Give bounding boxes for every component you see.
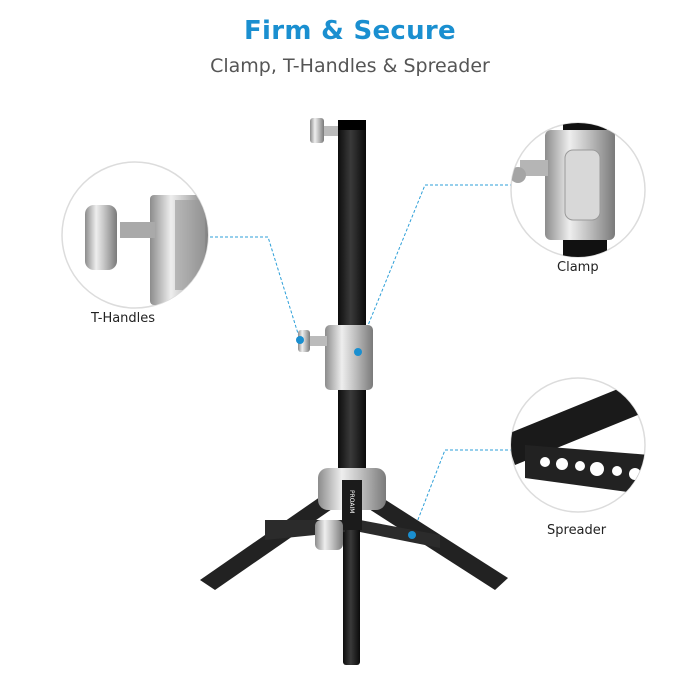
t-handles-label: T-Handles [91, 311, 156, 326]
page-title: Firm & Secure [243, 16, 456, 46]
leader-lines [190, 184, 513, 536]
spreader-zoom-circle [510, 377, 646, 513]
page-subtitle: Clamp, T-Handles & Spreader [210, 55, 490, 77]
brand-mark: PROAIM [348, 490, 355, 513]
callout-dots [296, 336, 416, 539]
clamp-label: Clamp [557, 260, 599, 275]
clamp-zoom-circle [510, 122, 646, 258]
t-handles-zoom-circle [61, 161, 209, 309]
spreader-label: Spreader [547, 523, 607, 538]
light-stand [200, 118, 508, 665]
